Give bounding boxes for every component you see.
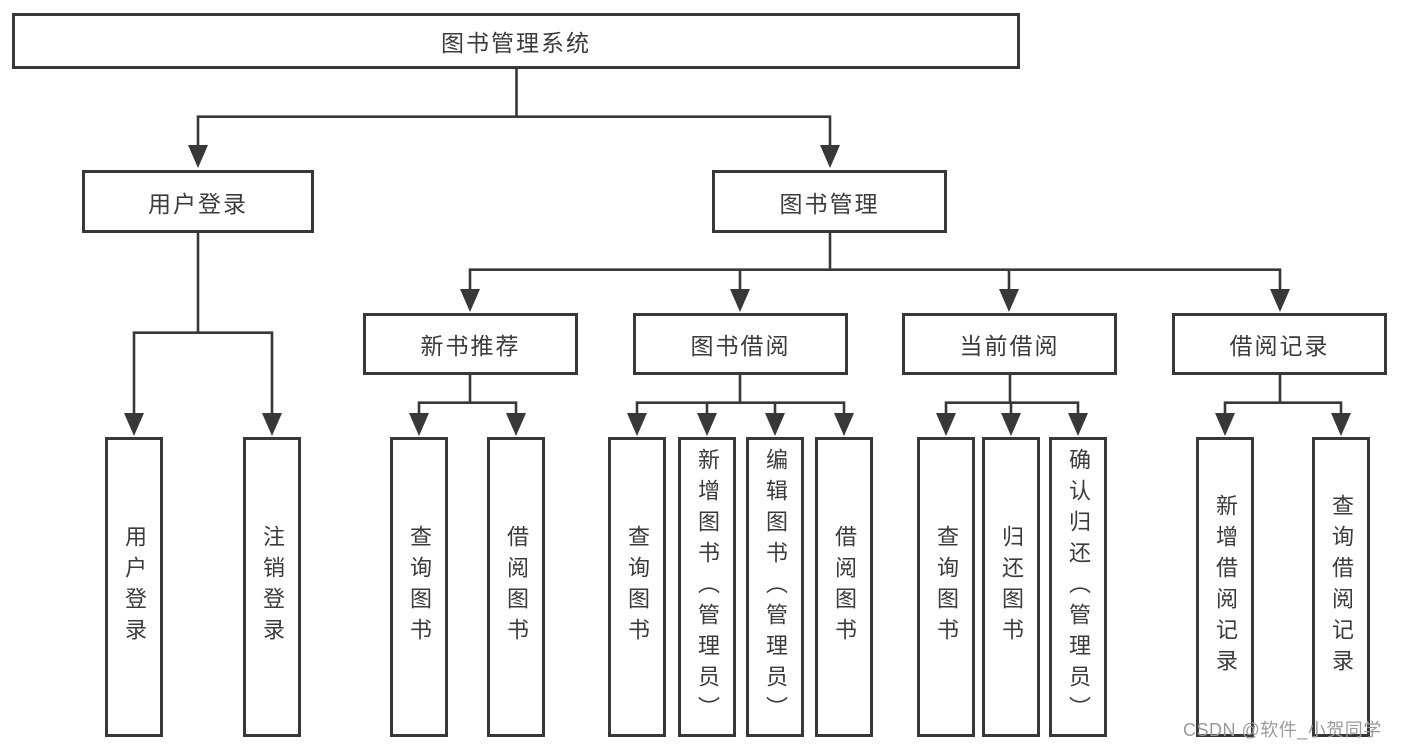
leaf-query-books-3: 查询图书 [917, 437, 975, 737]
leaf-borrow-books-1: 借阅图书 [487, 437, 545, 737]
node-book-management: 图书管理 [712, 170, 947, 233]
leaf-add-borrow-record-label: 新增借阅记录 [1213, 494, 1238, 680]
leaf-user-login: 用户登录 [105, 437, 163, 737]
leaf-query-books-1-label: 查询图书 [407, 525, 432, 649]
leaf-edit-books-admin: 编辑图书（管理员） [746, 437, 804, 737]
leaf-logout-label: 注销登录 [260, 525, 285, 649]
node-borrowing-records-label: 借阅记录 [1229, 333, 1330, 359]
leaf-return-books: 归还图书 [982, 437, 1040, 737]
node-book-management-label: 图书管理 [779, 190, 880, 217]
leaf-add-books-admin-label: 新增图书（管理员） [695, 447, 720, 727]
leaf-query-books-2-label: 查询图书 [625, 525, 650, 649]
node-user-login-label: 用户登录 [148, 190, 248, 217]
leaf-query-books-2: 查询图书 [608, 437, 666, 737]
node-user-login: 用户登录 [82, 170, 314, 233]
leaf-add-books-admin: 新增图书（管理员） [678, 437, 736, 737]
leaf-confirm-return-admin-label: 确认归还（管理员） [1066, 447, 1091, 727]
leaf-query-borrow-record-label: 查询借阅记录 [1329, 494, 1354, 680]
csdn-watermark: CSDN @软件_小贺同学 [1183, 720, 1382, 740]
leaf-add-borrow-record: 新增借阅记录 [1196, 437, 1254, 737]
leaf-borrow-books-2: 借阅图书 [815, 437, 873, 737]
leaf-logout: 注销登录 [243, 437, 301, 737]
leaf-borrow-books-1-label: 借阅图书 [504, 525, 529, 649]
node-current-borrowing: 当前借阅 [902, 313, 1117, 375]
node-current-borrowing-label: 当前借阅 [959, 333, 1060, 359]
connector-new-book-recommendation-to-leaves [409, 374, 526, 436]
leaf-confirm-return-admin: 确认归还（管理员） [1049, 437, 1107, 737]
connector-borrowing-records-to-leaves [1215, 374, 1351, 436]
leaf-query-books-1: 查询图书 [390, 437, 448, 737]
leaf-return-books-label: 归还图书 [999, 525, 1024, 649]
node-borrowing-records: 借阅记录 [1172, 313, 1387, 375]
connector-user-login-to-leaves [124, 232, 282, 436]
connector-book-borrowing-to-leaves [627, 374, 854, 436]
leaf-user-login-label: 用户登录 [122, 525, 147, 649]
node-new-book-recommendation: 新书推荐 [363, 313, 578, 375]
leaf-borrow-books-2-label: 借阅图书 [832, 525, 857, 649]
node-new-book-recommendation-label: 新书推荐 [420, 333, 521, 359]
leaf-query-books-3-label: 查询图书 [934, 525, 959, 649]
node-root: 图书管理系统 [12, 13, 1020, 69]
node-book-borrowing-label: 图书借阅 [690, 333, 791, 359]
node-root-label: 图书管理系统 [441, 30, 591, 56]
node-book-borrowing: 图书借阅 [633, 313, 848, 375]
leaf-query-borrow-record: 查询借阅记录 [1312, 437, 1370, 737]
connector-root-to-level1 [188, 69, 840, 168]
leaf-edit-books-admin-label: 编辑图书（管理员） [763, 447, 788, 727]
connector-current-borrowing-to-leaves [936, 374, 1088, 436]
connector-book-management-to-level2 [460, 232, 1290, 312]
